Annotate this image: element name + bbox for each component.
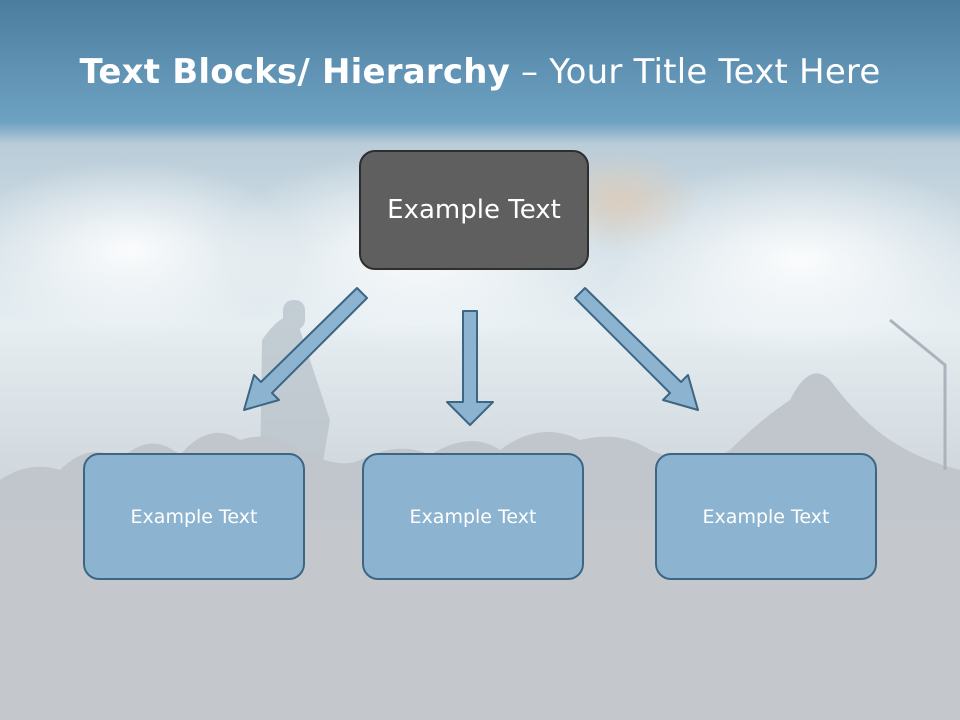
arrow-center [446,310,494,426]
child-text-block-label: Example Text [130,505,258,528]
arrow-left [243,287,368,411]
title-separator: – [510,52,550,92]
child-text-block-1: Example Text [83,453,305,580]
top-text-block-label: Example Text [387,195,561,225]
arrow-right [574,287,699,411]
child-text-block-3: Example Text [655,453,877,580]
title-rest-part: Your Title Text Here [549,52,881,92]
child-text-block-2: Example Text [362,453,584,580]
title-bold-part: Text Blocks/ Hierarchy [79,52,510,92]
top-text-block: Example Text [359,150,589,270]
child-text-block-label: Example Text [409,505,537,528]
child-text-block-label: Example Text [702,505,830,528]
slide-title: Text Blocks/ Hierarchy – Your Title Text… [0,52,960,92]
